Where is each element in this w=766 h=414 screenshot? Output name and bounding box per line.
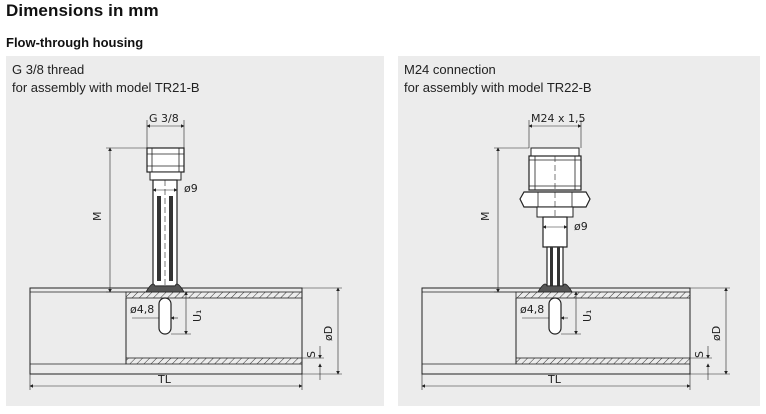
technical-drawing-m24: M24 x 1,5 ø9 M ø4,8 U₁ øD S TL [421,112,730,390]
technical-drawing-g38: G 3/8 ø9 M ø4,8 U₁ øD S TL [29,112,342,390]
probe-tip [158,297,172,335]
caption-g38: G 3/8 thread for assembly with model TR2… [12,61,200,97]
drawing-panel-m24: M24 connection for assembly with model T… [398,56,760,406]
section-subtitle: Flow-through housing [6,35,144,50]
pipe-wall-bottom [515,357,691,365]
collar [149,171,182,181]
drawing-panel-g38: G 3/8 thread for assembly with model TR2… [6,56,384,406]
caption-line-2: for assembly with model TR21-B [12,80,200,95]
u1-label: U₁ [191,310,204,322]
hex-nut [146,147,185,173]
caption-line-1: G 3/8 thread [12,62,85,77]
tl-label: TL [157,373,172,386]
diameter-48-label: ø4,8 [130,303,154,316]
s-label: S [305,351,318,358]
probe-tip [548,297,562,335]
od-label: øD [710,326,723,341]
weld-joint [145,283,185,293]
od-label: øD [322,326,335,341]
diameter-9-label: ø9 [574,220,588,233]
pipe-wall-top [125,291,303,299]
hex-nut [519,191,591,208]
tl-label: TL [547,373,562,386]
diameter-9-label: ø9 [184,182,198,195]
caption-m24: M24 connection for assembly with model T… [404,61,592,97]
diameter-48-label: ø4,8 [520,303,544,316]
thread-cap [530,147,580,157]
pipe-wall-bottom [125,357,303,365]
s-label: S [693,351,706,358]
weld-joint [537,283,573,293]
pipe-wall-top [515,291,691,299]
thread-label: G 3/8 [149,112,179,125]
thread-label: M24 x 1,5 [531,112,585,125]
caption-line-2: for assembly with model TR22-B [404,80,592,95]
m-label: M [479,212,492,222]
page-title: Dimensions in mm [6,1,159,20]
stem-tube [542,216,568,248]
caption-line-1: M24 connection [404,62,496,77]
u1-label: U₁ [581,310,594,322]
m-label: M [91,212,104,222]
